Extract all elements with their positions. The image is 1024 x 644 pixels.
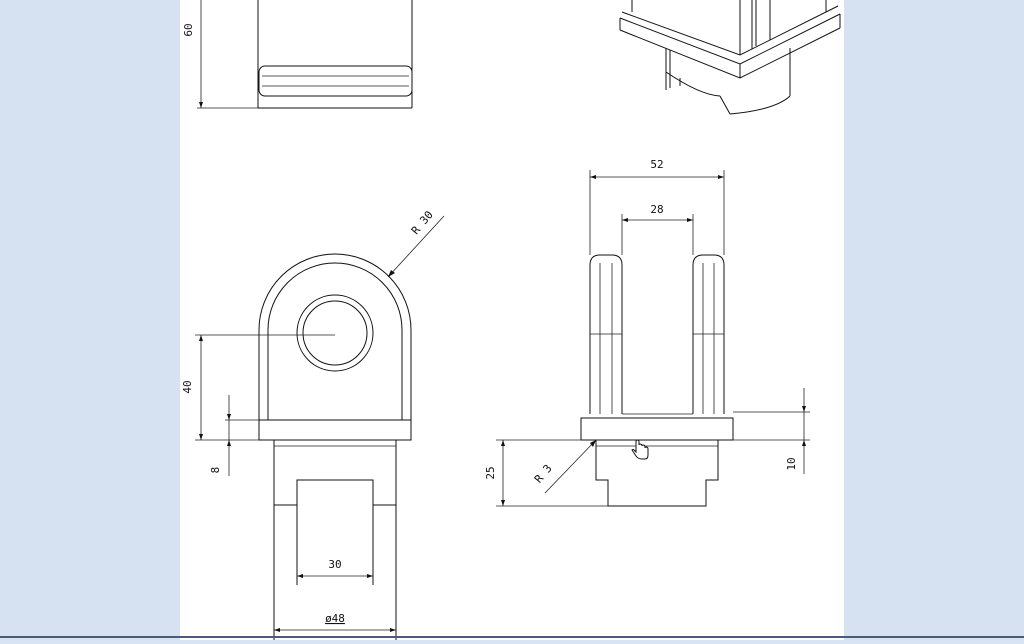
hand-pointer-icon [631,439,649,460]
status-divider [0,636,1024,638]
dim-40: 40 [181,380,194,393]
dim-28: 28 [650,203,663,216]
dim-10: 10 [785,457,798,470]
dim-25: 25 [484,466,497,479]
dim-8: 8 [209,467,222,474]
technical-drawing: 60 [181,0,841,640]
side-view [496,170,810,507]
isometric-view [619,0,841,115]
dim-52: 52 [650,158,663,171]
drawing-sheet[interactable]: 60 [180,0,844,640]
dim-60: 60 [182,23,195,36]
dim-r3: R 3 [532,462,555,486]
dim-30: 30 [328,558,341,571]
dim-r30: R 30 [409,208,436,237]
front-view [195,215,445,640]
dim-48: ø48 [325,612,345,625]
top-view [197,0,413,109]
